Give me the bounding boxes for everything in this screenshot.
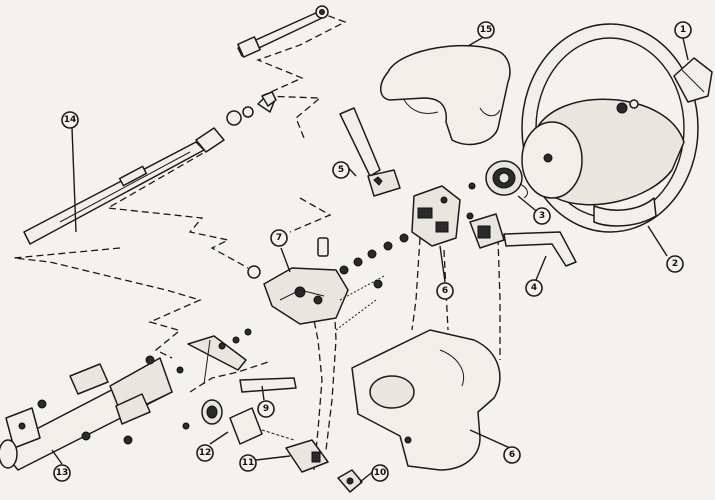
callout-6-upper: 6 — [436, 282, 454, 300]
assembly-guide-lines — [13, 11, 501, 471]
callout-13: 13 — [53, 464, 71, 482]
svg-text:2: 2 — [672, 259, 678, 269]
tilt-lever-part — [187, 328, 297, 393]
callout-2: 2 — [666, 255, 684, 273]
wiper-switch-part — [466, 212, 577, 267]
column-housing-part — [0, 355, 184, 471]
callout-3: 3 — [533, 207, 551, 225]
lower-shroud-part — [351, 329, 501, 471]
steering-shaft-part — [23, 91, 277, 245]
callout-11: 11 — [239, 454, 257, 472]
switch-housing-part — [411, 185, 461, 247]
callout-4: 4 — [525, 279, 543, 297]
callout-1: 1 — [674, 21, 692, 39]
ignition-switch-part — [285, 439, 329, 473]
upper-shroud-part — [380, 44, 511, 146]
svg-text:12: 12 — [199, 448, 212, 458]
turn-signal-switch-part — [339, 107, 401, 197]
svg-text:6: 6 — [442, 286, 448, 296]
callout-10: 10 — [371, 464, 389, 482]
callout-9: 9 — [257, 400, 275, 418]
lock-housing-part — [247, 233, 409, 331]
svg-text:7: 7 — [276, 233, 282, 243]
callout-12: 12 — [196, 444, 214, 462]
connector-part — [337, 469, 363, 493]
svg-text:4: 4 — [531, 283, 537, 293]
svg-text:15: 15 — [480, 25, 493, 35]
svg-text:10: 10 — [374, 468, 387, 478]
horn-cap-part — [616, 57, 713, 114]
callout-6-lower: 6 — [503, 446, 521, 464]
steering-wheel-part — [521, 23, 699, 233]
svg-text:5: 5 — [338, 165, 344, 175]
callout-5: 5 — [332, 161, 350, 179]
callout-7: 7 — [270, 229, 288, 247]
svg-text:6: 6 — [509, 450, 515, 460]
callout-15: 15 — [477, 21, 495, 39]
svg-text:14: 14 — [64, 115, 77, 125]
svg-text:9: 9 — [263, 404, 269, 414]
contact-ring-part — [468, 160, 528, 199]
svg-text:3: 3 — [539, 211, 545, 221]
svg-text:11: 11 — [242, 458, 255, 468]
lock-cylinder-part — [182, 399, 295, 445]
svg-text:1: 1 — [680, 25, 686, 35]
callout-14: 14 — [61, 111, 79, 129]
leader-lines — [51, 37, 689, 483]
intermediate-shaft-part — [237, 5, 329, 58]
svg-text:13: 13 — [56, 468, 69, 478]
